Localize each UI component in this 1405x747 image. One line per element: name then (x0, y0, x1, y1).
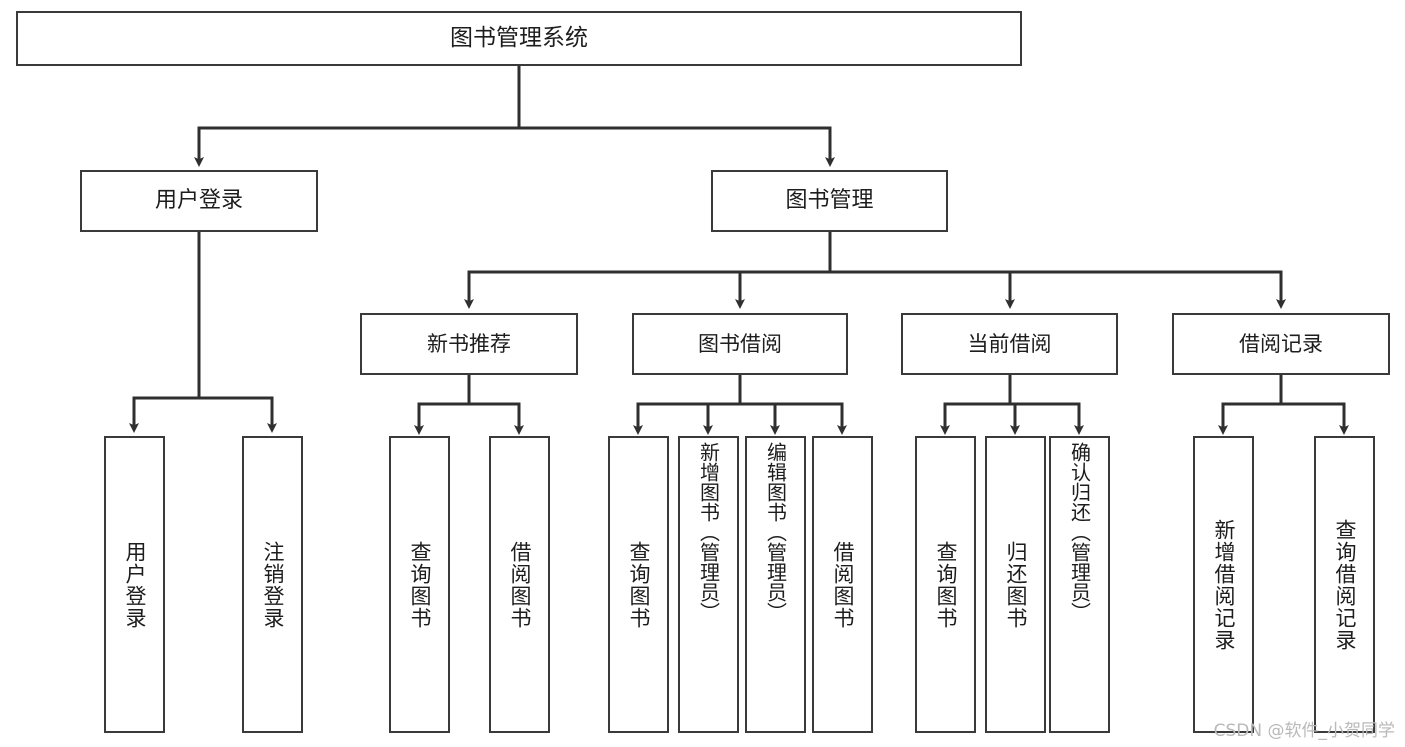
leaf-user-login-label: 用户登录 (123, 540, 147, 629)
node-book-borrow-label: 图书借阅 (698, 331, 782, 356)
leaf-query-book-recommend[interactable]: 查询图书 (389, 436, 450, 733)
node-user-login-label: 用户登录 (154, 188, 243, 214)
leaf-query-book-current-label: 查询图书 (934, 540, 958, 629)
leaf-add-book-label: 新增图书（管理员） (696, 442, 721, 622)
edges (129, 64, 1349, 435)
leaf-query-book-borrow[interactable]: 查询图书 (608, 436, 669, 733)
csdn-watermark: CSDN @软件_小贺同学 (1213, 721, 1395, 741)
node-user-login[interactable]: 用户登录 (80, 170, 318, 232)
leaf-borrow-book-recommend-label: 借阅图书 (508, 540, 532, 629)
leaf-query-borrow-record[interactable]: 查询借阅记录 (1314, 436, 1375, 733)
node-borrow-record-label: 借阅记录 (1239, 331, 1323, 356)
leaf-borrow-book-borrow-label: 借阅图书 (831, 540, 855, 629)
node-root-label: 图书管理系统 (450, 25, 588, 52)
node-book-borrow[interactable]: 图书借阅 (632, 313, 848, 375)
leaf-return-book-label: 归还图书 (1004, 540, 1028, 629)
leaf-logout-label: 注销登录 (261, 540, 285, 629)
leaf-borrow-book-recommend[interactable]: 借阅图书 (489, 436, 550, 733)
leaf-query-book-recommend-label: 查询图书 (408, 540, 432, 629)
leaf-query-book-borrow-label: 查询图书 (627, 540, 651, 629)
leaf-logout[interactable]: 注销登录 (242, 436, 303, 733)
leaf-edit-book-label: 编辑图书（管理员） (763, 442, 788, 622)
leaf-borrow-book-borrow[interactable]: 借阅图书 (812, 436, 873, 733)
leaf-add-book[interactable]: 新增图书（管理员） (678, 436, 739, 733)
node-borrow-record[interactable]: 借阅记录 (1172, 313, 1390, 375)
node-book-manage-label: 图书管理 (785, 188, 874, 214)
leaf-add-borrow-record-label: 新增借阅记录 (1212, 518, 1236, 651)
node-root[interactable]: 图书管理系统 (16, 11, 1022, 66)
leaf-query-book-current[interactable]: 查询图书 (915, 436, 976, 733)
node-book-manage[interactable]: 图书管理 (711, 170, 948, 232)
leaf-confirm-return-label: 确认归还（管理员） (1067, 442, 1092, 622)
leaf-confirm-return[interactable]: 确认归还（管理员） (1049, 436, 1110, 733)
leaf-query-borrow-record-label: 查询借阅记录 (1333, 518, 1357, 651)
node-current-borrow[interactable]: 当前借阅 (901, 313, 1118, 375)
node-new-book-recommend[interactable]: 新书推荐 (360, 313, 578, 375)
node-current-borrow-label: 当前借阅 (967, 331, 1052, 356)
leaf-add-borrow-record[interactable]: 新增借阅记录 (1193, 436, 1254, 733)
leaf-edit-book[interactable]: 编辑图书（管理员） (745, 436, 806, 733)
node-new-book-recommend-label: 新书推荐 (427, 331, 511, 356)
leaf-user-login[interactable]: 用户登录 (104, 436, 165, 733)
leaf-return-book[interactable]: 归还图书 (985, 436, 1046, 733)
